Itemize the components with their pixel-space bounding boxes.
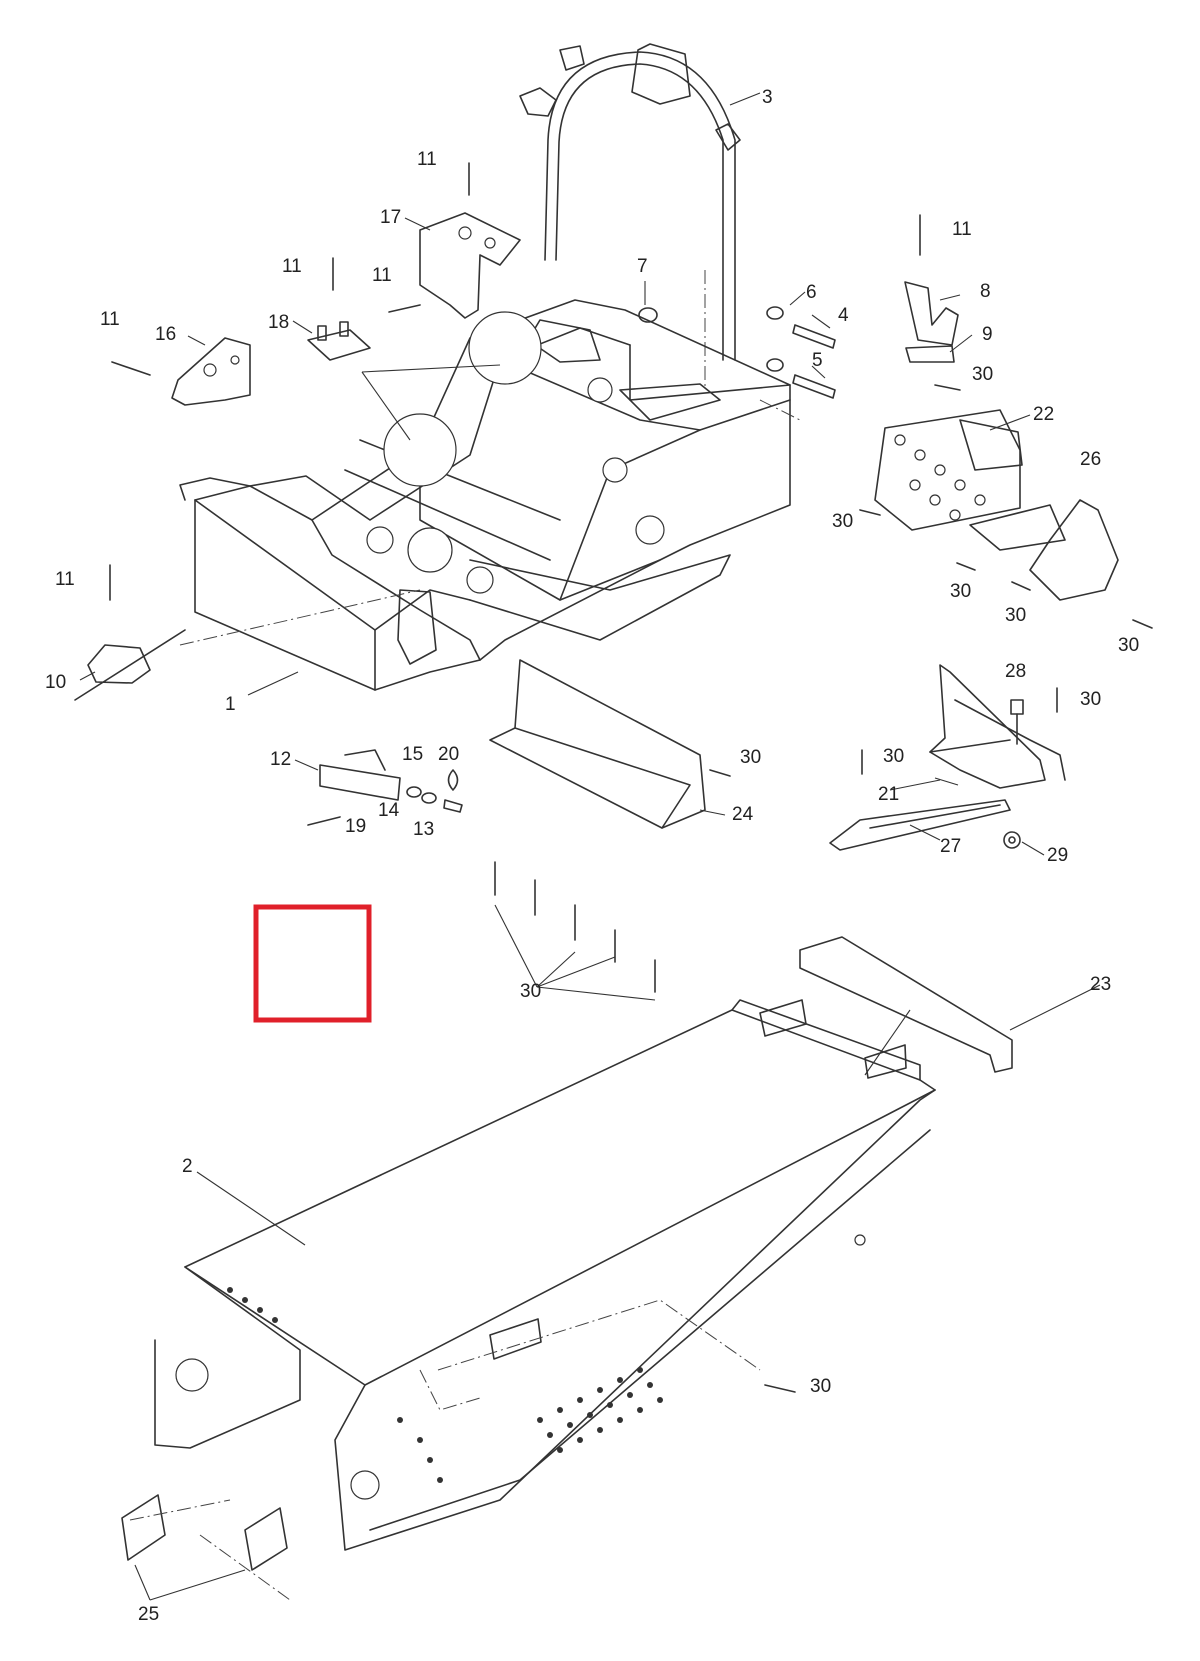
callout-20: 20 xyxy=(438,744,459,765)
callout-30: 30 xyxy=(832,511,853,532)
callout-19: 19 xyxy=(345,816,366,837)
bracket-part-21 xyxy=(929,664,1066,789)
callout-13: 13 xyxy=(413,819,434,840)
washer-part-6 xyxy=(766,306,784,372)
callout-29: 29 xyxy=(1047,845,1068,866)
bushing-part-7 xyxy=(638,307,658,323)
callout-3: 3 xyxy=(762,87,773,108)
plate-part-24 xyxy=(489,659,706,829)
callout-30: 30 xyxy=(810,1376,831,1397)
callout-21: 21 xyxy=(878,784,899,805)
bracket-part-26 xyxy=(969,499,1119,601)
callout-30: 30 xyxy=(1118,635,1139,656)
callout-30: 30 xyxy=(950,581,971,602)
callout-6: 6 xyxy=(806,282,817,303)
callout-1: 1 xyxy=(225,694,236,715)
steering-support-part-3 xyxy=(519,43,741,390)
callout-5: 5 xyxy=(812,350,823,371)
main-frame-part-1 xyxy=(179,299,801,691)
callout-7: 7 xyxy=(637,256,648,277)
callout-30: 30 xyxy=(883,746,904,767)
callout-11: 11 xyxy=(372,265,392,286)
rear-plate-part-23 xyxy=(799,936,1013,1076)
callout-15: 15 xyxy=(402,744,423,765)
callout-11: 11 xyxy=(282,256,302,277)
leader-lines xyxy=(79,92,1101,1601)
callout-30: 30 xyxy=(1080,689,1101,710)
rail-part-27 xyxy=(829,799,1011,851)
bolt-part-4 xyxy=(792,324,836,349)
callout-28: 28 xyxy=(1005,661,1026,682)
callout-25: 25 xyxy=(138,1604,159,1625)
hinge-part-12 xyxy=(319,749,401,801)
tunnel-part-2 xyxy=(154,999,936,1551)
bracket-part-16 xyxy=(171,337,251,406)
callout-8: 8 xyxy=(980,281,991,302)
callout-26: 26 xyxy=(1080,449,1101,470)
grease-part-20 xyxy=(447,769,459,791)
plate-part-9 xyxy=(905,345,955,363)
bracket-part-22 xyxy=(874,409,1023,531)
callout-22: 22 xyxy=(1033,404,1054,425)
callout-24: 24 xyxy=(732,804,754,825)
callout-30: 30 xyxy=(520,981,541,1002)
bolt-part-28 xyxy=(1010,699,1024,745)
clip-part-8 xyxy=(904,281,959,346)
mount-part-25 xyxy=(121,1494,288,1571)
highlight-box xyxy=(253,904,372,1023)
callout-30: 30 xyxy=(972,364,993,385)
bracket-part-17 xyxy=(419,212,521,319)
mount-part-18 xyxy=(307,321,371,361)
bolt-part-5 xyxy=(792,374,836,399)
tunnel-rivet-pattern xyxy=(227,1287,663,1483)
rivets xyxy=(109,162,1153,1393)
callout-14: 14 xyxy=(378,800,400,821)
fastener-part-19 xyxy=(307,816,341,826)
callout-18: 18 xyxy=(268,312,289,333)
washer-part-15 xyxy=(406,786,422,798)
callout-4: 4 xyxy=(838,305,849,326)
callout-30: 30 xyxy=(740,747,761,768)
callout-2: 2 xyxy=(182,1156,193,1177)
callout-10: 10 xyxy=(45,672,66,693)
callout-16: 16 xyxy=(155,324,176,345)
callout-11: 11 xyxy=(952,219,972,240)
callout-23: 23 xyxy=(1090,974,1111,995)
callout-30: 30 xyxy=(1005,605,1026,626)
callout-9: 9 xyxy=(982,324,993,345)
bolt-part-13 xyxy=(443,799,463,813)
callout-11: 11 xyxy=(417,149,437,170)
washer-part-14 xyxy=(421,792,437,804)
callout-17: 17 xyxy=(380,207,401,228)
nut-part-29 xyxy=(1003,831,1021,849)
callout-11: 11 xyxy=(100,309,120,330)
callout-labels: 3 11 17 11 11 7 6 4 5 11 16 18 11 8 9 30… xyxy=(45,87,1139,1625)
clip-part-10 xyxy=(74,629,186,701)
callout-27: 27 xyxy=(940,836,961,857)
callout-11: 11 xyxy=(55,569,75,590)
callout-12: 12 xyxy=(270,749,291,770)
